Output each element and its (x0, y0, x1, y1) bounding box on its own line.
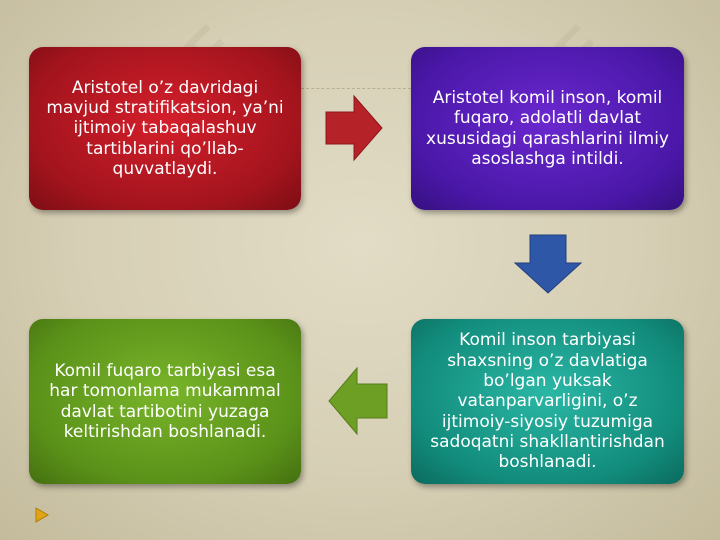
flow-box-text: Komil fuqaro tarbiyasi esa har tomonlama… (49, 360, 281, 442)
arrow-left-icon (328, 366, 388, 436)
connector-line (301, 88, 411, 89)
flow-box-perfect-citizen: Komil fuqaro tarbiyasi esa har tomonlama… (29, 319, 301, 484)
arrow-down-icon (513, 234, 583, 294)
flow-box-text: Komil inson tarbiyasi shaxsning o’z davl… (430, 330, 665, 473)
flow-box-text: Aristotel komil inson, komil fuqaro, ado… (426, 87, 669, 169)
flow-box-upbringing: Komil inson tarbiyasi shaxsning o’z davl… (411, 319, 684, 484)
flow-box-perfect-person: Aristotel komil inson, komil fuqaro, ado… (411, 47, 684, 210)
play-icon[interactable] (35, 507, 49, 523)
flow-box-text: Aristotel o’z davridagi mavjud stratifik… (46, 77, 284, 180)
arrow-right-icon (325, 94, 383, 162)
flow-box-stratification: Aristotel o’z davridagi mavjud stratifik… (29, 47, 301, 210)
